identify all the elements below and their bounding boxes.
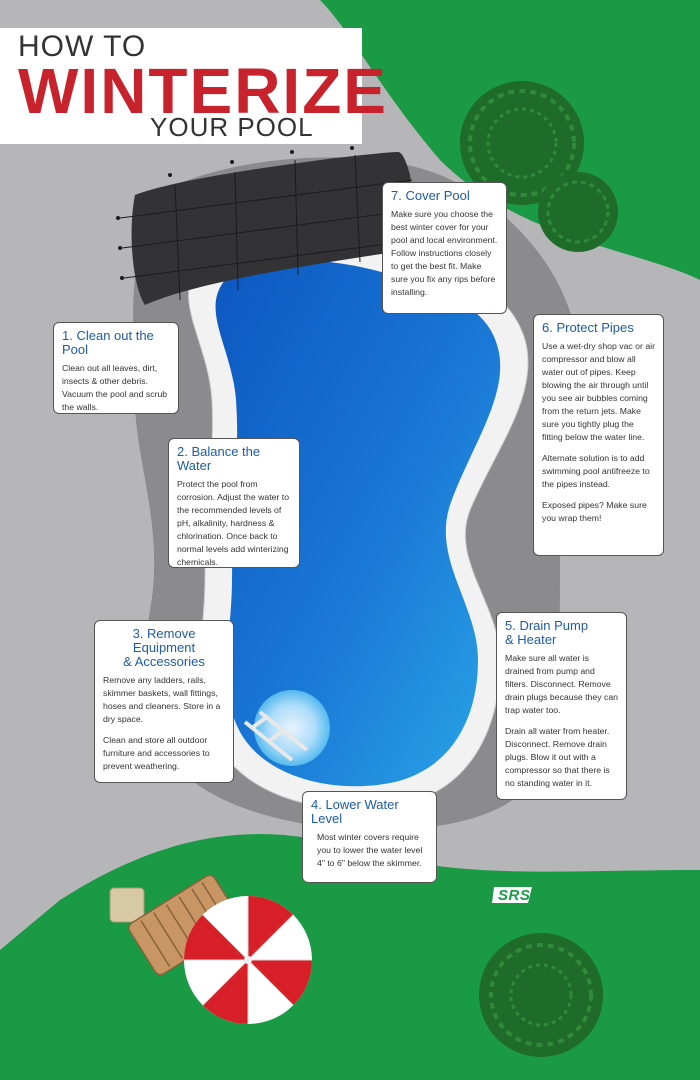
title-line-1: HOW TO	[18, 30, 147, 63]
step-text: Clean out all leaves, dirt, insects & ot…	[62, 363, 168, 412]
title-line-3: YOUR POOL	[150, 112, 314, 142]
tree	[479, 933, 603, 1057]
step-title: 4. Lower Water Level	[311, 797, 399, 826]
step-card-cover: 7. Cover Pool Make sure you choose the b…	[382, 182, 507, 314]
step-title: 1. Clean out the Pool	[62, 328, 154, 357]
step-card-equipment: 3. Remove Equipment & Accessories Remove…	[94, 620, 234, 783]
step-card-water-level: 4. Lower Water Level Most winter covers …	[302, 791, 437, 883]
step-title: 3. Remove Equipment & Accessories	[123, 626, 205, 669]
step-text: Protect the pool from corrosion. Adjust …	[177, 479, 290, 567]
pool-water	[215, 260, 501, 787]
logo-mark: SRSmith	[492, 887, 564, 904]
title-line-2: WINTERIZE	[18, 55, 388, 127]
step-title: 2. Balance the Water	[177, 444, 261, 473]
pool-light	[254, 690, 330, 766]
step-text: Make sure all water is drained from pump…	[505, 653, 619, 715]
step-text: Make sure you choose the best winter cov…	[391, 209, 498, 297]
step-card-balance: 2. Balance the Water Protect the pool fr…	[168, 438, 300, 568]
step-card-clean: 1. Clean out the Pool Clean out all leav…	[53, 322, 179, 414]
step-card-drain: 5. Drain Pump & Heater Make sure all wat…	[496, 612, 627, 800]
step-text: Alternate solution is to add swimming po…	[542, 453, 650, 489]
tree	[538, 172, 618, 252]
pool-cover	[116, 146, 420, 305]
logo-text: SRSmith	[498, 887, 564, 904]
title-banner: HOW TO WINTERIZE YOUR POOL	[0, 28, 386, 144]
step-title: 6. Protect Pipes	[542, 320, 634, 335]
side-table	[109, 887, 145, 923]
step-text: Most winter covers require you to lower …	[317, 832, 423, 868]
pool-ladder	[243, 710, 309, 762]
step-text: Exposed pipes? Make sure you wrap them!	[542, 500, 647, 523]
umbrella	[183, 895, 313, 1024]
tree	[460, 81, 584, 205]
step-title: 5. Drain Pump & Heater	[505, 618, 589, 647]
step-text: Drain all water from heater. Disconnect.…	[505, 726, 610, 788]
step-card-pipes: 6. Protect Pipes Use a wet-dry shop vac …	[533, 314, 664, 556]
step-title: 7. Cover Pool	[391, 188, 470, 203]
step-text: Use a wet-dry shop vac or air compressor…	[542, 341, 655, 442]
step-text: Clean and store all outdoor furniture an…	[103, 735, 210, 771]
step-text: Remove any ladders, rails, skimmer baske…	[103, 675, 221, 724]
brand-logo: SRSmith	[492, 884, 610, 906]
